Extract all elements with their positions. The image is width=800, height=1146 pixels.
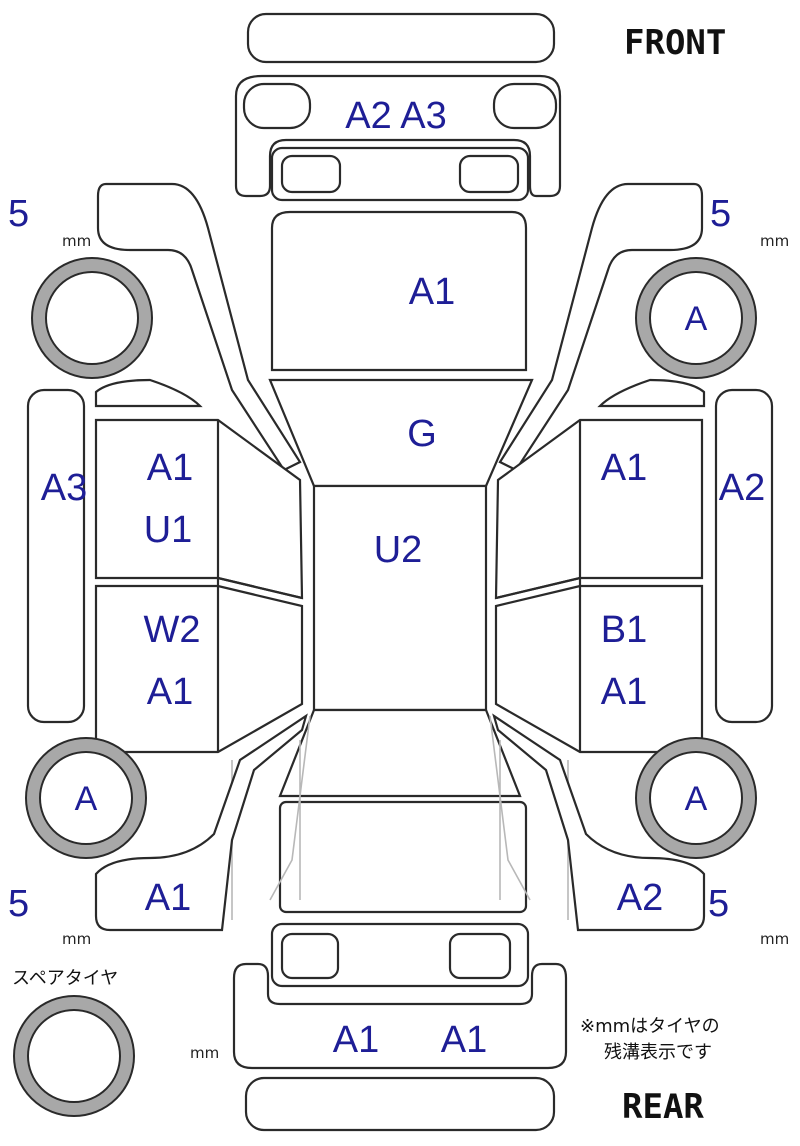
right-rear-quarter[interactable]: [492, 713, 706, 932]
windshield[interactable]: [268, 378, 534, 488]
right-headlight[interactable]: [492, 82, 558, 130]
left-fog-lamp[interactable]: [280, 154, 342, 194]
left-front-fender-lower[interactable]: [94, 378, 203, 408]
code-front-bumper: A2 A3: [345, 95, 446, 137]
right-front-fender[interactable]: [498, 182, 704, 472]
code-rear-bumper-right: A1: [441, 1019, 487, 1061]
rear-bumper-bar[interactable]: [244, 1076, 556, 1132]
wheel-code-rear-right: A: [685, 780, 708, 818]
rear-hidden-lines: [231, 715, 569, 920]
front-bumper[interactable]: [234, 74, 562, 198]
code-right-side-sill: A2: [719, 467, 765, 509]
code-right-front-door-1: A1: [601, 447, 647, 489]
trunk-lid[interactable]: [278, 800, 528, 914]
hood[interactable]: [270, 210, 528, 372]
tread-depth-rear-left: 5: [8, 883, 29, 925]
front-label: FRONT: [624, 23, 726, 63]
code-left-side-sill: A3: [41, 467, 87, 509]
left-headlight[interactable]: [242, 82, 312, 130]
spare-wheel[interactable]: [13, 995, 135, 1117]
code-left-front-door-2: U1: [144, 509, 193, 551]
note-line-2: 残溝表示です: [604, 1042, 712, 1063]
spare-tire-label: スペアタイヤ: [12, 968, 118, 989]
left-rear-quarter[interactable]: [94, 713, 308, 932]
code-rear-bumper-left: A1: [333, 1019, 379, 1061]
code-right-rear-quarter: A2: [617, 877, 663, 919]
left-front-fender[interactable]: [96, 182, 302, 472]
right-side-sill[interactable]: [714, 388, 774, 724]
front-right-wheel[interactable]: [635, 257, 757, 379]
right-fog-lamp[interactable]: [458, 154, 520, 194]
rear-left-wheel[interactable]: [25, 737, 147, 859]
left-pillar-lines: [216, 420, 303, 752]
front-left-wheel[interactable]: [31, 257, 153, 379]
wheel-code-front-right: A: [685, 300, 708, 338]
right-front-fender-lower[interactable]: [597, 378, 706, 408]
code-left-rear-quarter: A1: [145, 877, 191, 919]
code-left-front-door-1: A1: [147, 447, 193, 489]
tread-depth-front-left: 5: [8, 193, 29, 235]
rear-right-wheel[interactable]: [635, 737, 757, 859]
code-left-rear-door-1: W2: [144, 609, 201, 651]
front-bumper-bar[interactable]: [246, 12, 556, 64]
right-rear-door[interactable]: [494, 584, 704, 754]
right-rear-lamp[interactable]: [448, 932, 512, 980]
code-hood: A1: [409, 271, 455, 313]
code-right-rear-door-2: A1: [601, 671, 647, 713]
roof[interactable]: [312, 484, 488, 712]
code-windshield: G: [407, 413, 437, 455]
tread-unit-front-left: mm: [62, 232, 91, 250]
code-right-rear-door-1: B1: [601, 609, 647, 651]
tread-depth-front-right: 5: [710, 193, 731, 235]
rear-label: REAR: [622, 1087, 704, 1127]
tread-unit-rear-left: mm: [62, 930, 91, 948]
right-pillar-lines: [495, 420, 582, 752]
note-line-1: ※mmはタイヤの: [580, 1016, 720, 1037]
code-left-rear-door-2: A1: [147, 671, 193, 713]
rear-bumper[interactable]: [232, 962, 568, 1070]
tread-depth-rear-right: 5: [708, 883, 729, 925]
left-side-sill[interactable]: [26, 388, 86, 724]
left-rear-lamp[interactable]: [280, 932, 340, 980]
tread-unit-front-right: mm: [760, 232, 789, 250]
wheel-code-rear-left: A: [75, 780, 98, 818]
rear-glass[interactable]: [278, 708, 522, 798]
tread-unit-rear-right: mm: [760, 930, 789, 948]
tread-unit-spare: mm: [190, 1044, 219, 1062]
code-roof: U2: [374, 529, 423, 571]
